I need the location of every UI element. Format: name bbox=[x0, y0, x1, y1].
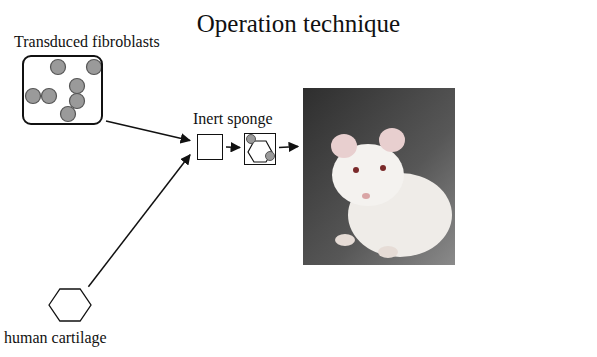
node-label: Transduced fibroblasts bbox=[14, 32, 160, 51]
arrow bbox=[106, 121, 190, 141]
mouse-photo bbox=[303, 88, 455, 265]
label-holder: Transduced fibroblasts bbox=[14, 32, 160, 51]
cell-box: Transduced fibroblasts bbox=[22, 55, 103, 125]
seeded-sponge bbox=[247, 135, 275, 163]
arrow bbox=[279, 146, 298, 148]
arrow bbox=[226, 146, 240, 148]
mouse-photo-frame bbox=[303, 88, 455, 265]
cartilage-hexagon: human cartilage bbox=[48, 288, 92, 322]
label-holder: human cartilage bbox=[4, 328, 107, 347]
arrow bbox=[88, 155, 190, 287]
seeded-sponge-box bbox=[244, 133, 276, 165]
fibroblast-cells bbox=[26, 60, 102, 122]
label-holder: Inert sponge bbox=[193, 109, 273, 128]
node-label: Inert sponge bbox=[193, 109, 273, 128]
sponge-box: Inert sponge bbox=[197, 134, 223, 160]
hexagon-outline bbox=[48, 288, 92, 322]
node-label: human cartilage bbox=[4, 328, 107, 347]
